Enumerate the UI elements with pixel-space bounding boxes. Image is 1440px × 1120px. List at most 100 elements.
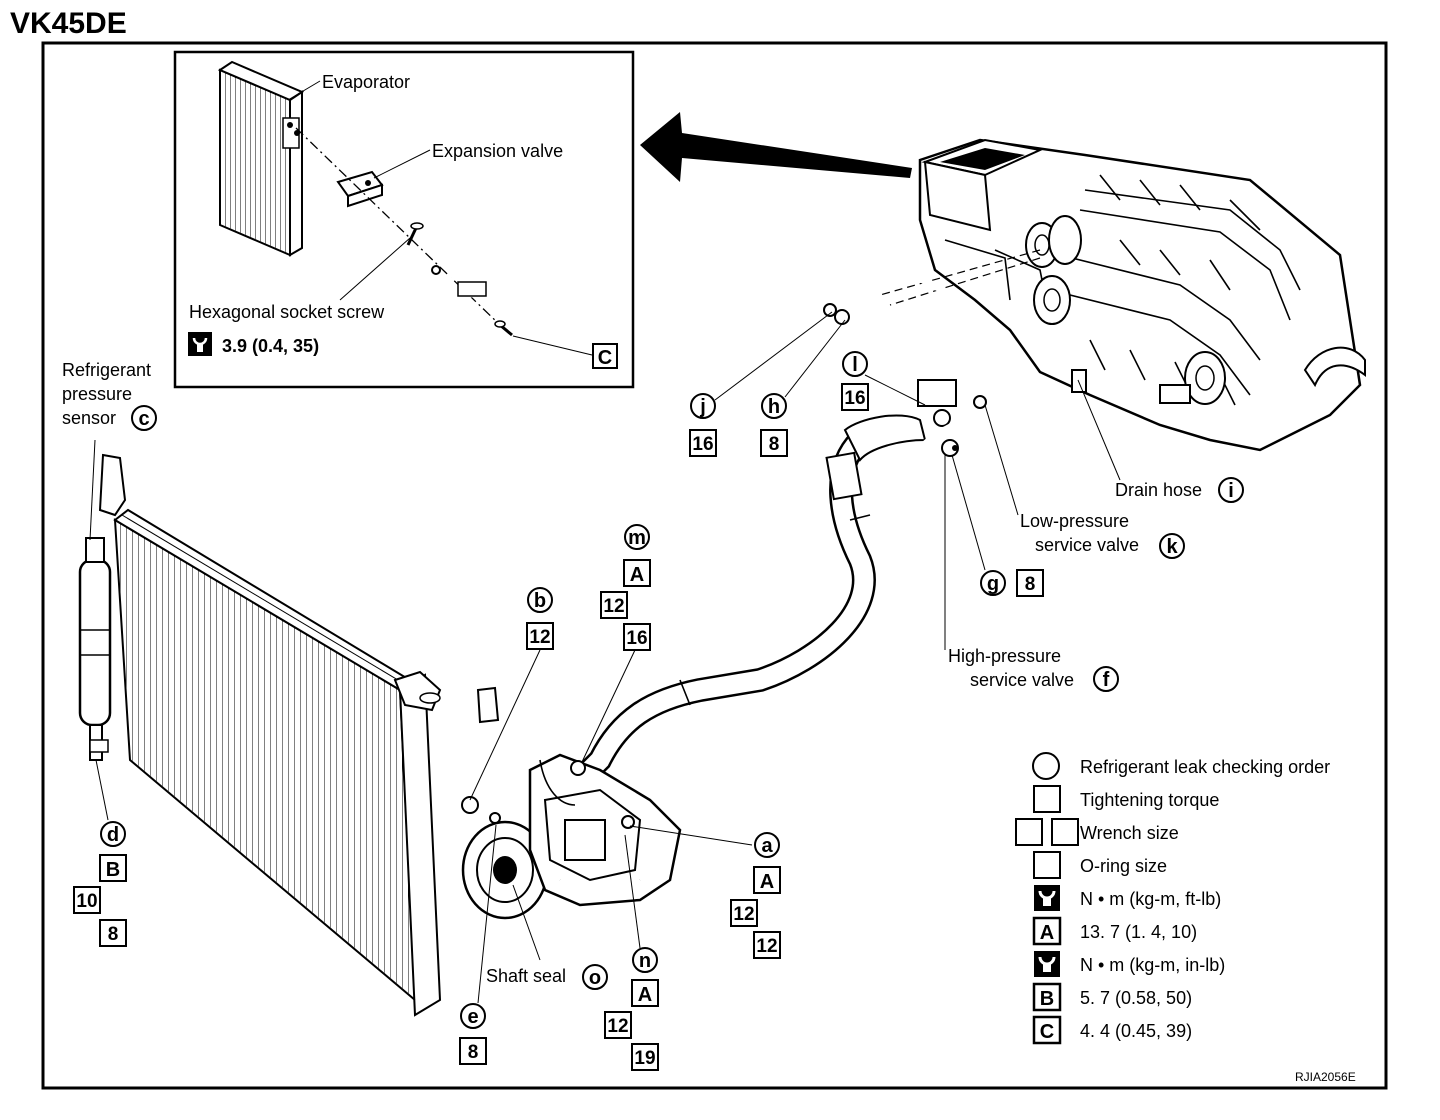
svg-text:B: B: [106, 859, 120, 881]
callout-c: c: [131, 405, 157, 431]
callout-l: l 16: [841, 351, 869, 411]
high-pressure-label-2: service valve: [970, 670, 1074, 690]
torque-ftlb-icon: [1034, 885, 1060, 911]
condenser: [78, 453, 500, 1017]
svg-text:16: 16: [844, 388, 865, 409]
svg-text:16: 16: [626, 628, 647, 649]
svg-text:C: C: [1040, 1021, 1054, 1043]
evaporator-drawing: [217, 60, 305, 257]
legend-c-value: 4. 4 (0.45, 39): [1080, 1021, 1192, 1041]
svg-text:h: h: [768, 396, 780, 418]
callout-f: f: [1093, 666, 1119, 692]
legend-circle-text: Refrigerant leak checking order: [1080, 757, 1330, 777]
svg-text:8: 8: [108, 924, 119, 945]
legend-wrench-box-2: [1051, 818, 1079, 846]
inset-torque-value: 3.9 (0.4, 35): [222, 336, 319, 356]
legend-unit-ft-text: N • m (kg-m, ft-lb): [1080, 889, 1221, 909]
legend-oring-text: O-ring size: [1080, 856, 1167, 876]
torque-inlb-legend-icon: [1034, 951, 1060, 977]
pressure-sensor-label-3: sensor: [62, 408, 116, 428]
legend-oring-box: [1033, 851, 1061, 879]
svg-text:10: 10: [76, 891, 97, 912]
inset-oring-code: C: [598, 347, 612, 369]
low-pressure-label-2: service valve: [1035, 535, 1139, 555]
svg-text:c: c: [138, 408, 149, 430]
low-pressure-label-1: Low-pressure: [1020, 511, 1129, 531]
svg-text:a: a: [761, 835, 773, 857]
svg-text:i: i: [1228, 480, 1234, 502]
inset-oring-box: [592, 343, 618, 369]
expansion-valve-drawing: [336, 170, 384, 208]
legend-a-box: [1032, 916, 1062, 946]
pressure-sensor-label-2: pressure: [62, 384, 132, 404]
svg-text:d: d: [107, 824, 119, 846]
legend-torque-box: [1033, 785, 1061, 813]
legend-torque-text: Tightening torque: [1080, 790, 1219, 810]
svg-text:16: 16: [692, 434, 713, 455]
svg-text:o: o: [589, 967, 601, 989]
legend-wrench-box-1: [1015, 818, 1043, 846]
svg-text:m: m: [628, 527, 646, 549]
legend-c-box: [1032, 1015, 1062, 1045]
legend: Refrigerant leak checking order Tighteni…: [1015, 752, 1330, 1045]
svg-text:A: A: [1040, 922, 1054, 944]
callout-i: i: [1218, 477, 1244, 503]
svg-text:b: b: [534, 590, 546, 612]
high-pressure-label-1: High-pressure: [948, 646, 1061, 666]
callout-n: n A 12 19: [604, 947, 659, 1071]
svg-text:12: 12: [733, 904, 754, 925]
leader-lines: [89, 311, 1121, 1004]
callout-o: o: [582, 964, 608, 990]
hex-screw-drawing: [406, 222, 424, 246]
heater-cooling-unit: [879, 138, 1366, 452]
hex-screw-label: Hexagonal socket screw: [189, 302, 385, 322]
callout-e: e 8: [459, 1003, 487, 1065]
pointer-arrow: [640, 112, 912, 182]
svg-text:A: A: [760, 871, 774, 893]
legend-wrench-text: Wrench size: [1080, 823, 1179, 843]
svg-text:12: 12: [756, 936, 777, 957]
callout-d: d B 10 8: [73, 821, 127, 947]
svg-text:f: f: [1103, 669, 1110, 691]
pressure-sensor-label-1: Refrigerant: [62, 360, 151, 380]
svg-text:e: e: [467, 1006, 478, 1028]
evaporator-label: Evaporator: [322, 72, 410, 92]
svg-text:j: j: [699, 396, 706, 418]
diagram-frame: [41, 41, 1388, 1090]
svg-text:12: 12: [603, 596, 624, 617]
figure-id: RJIA2056E: [1295, 1070, 1356, 1084]
legend-circle-icon: [1032, 752, 1060, 780]
svg-text:12: 12: [607, 1016, 628, 1037]
svg-text:8: 8: [769, 434, 780, 455]
callout-a: a A 12 12: [730, 832, 781, 959]
svg-text:A: A: [630, 564, 644, 586]
svg-text:n: n: [639, 950, 651, 972]
callout-m: m A 12 16: [600, 524, 651, 651]
callout-j: j 16: [689, 393, 717, 457]
svg-text:12: 12: [529, 627, 550, 648]
callout-g: g 8: [980, 569, 1044, 597]
compressor: [461, 753, 682, 920]
svg-text:B: B: [1040, 988, 1054, 1010]
legend-a-value: 13. 7 (1. 4, 10): [1080, 922, 1197, 942]
drain-hose-label: Drain hose: [1115, 480, 1202, 500]
torque-inlb-icon: [188, 332, 212, 356]
callout-k: k: [1159, 533, 1185, 559]
svg-text:l: l: [852, 354, 858, 376]
svg-text:g: g: [987, 573, 999, 595]
legend-b-value: 5. 7 (0.58, 50): [1080, 988, 1192, 1008]
svg-text:k: k: [1166, 536, 1178, 558]
shaft-seal-label: Shaft seal: [486, 966, 566, 986]
evaporator-inset: Evaporator Expansion valve Hexagonal soc…: [173, 50, 635, 389]
diagram-title: VK45DE: [10, 7, 127, 40]
callout-h: h 8: [760, 393, 788, 457]
callout-b: b 12: [526, 587, 554, 650]
svg-text:19: 19: [634, 1048, 655, 1069]
svg-text:A: A: [638, 984, 652, 1006]
svg-text:8: 8: [1025, 574, 1036, 595]
legend-unit-in-text: N • m (kg-m, in-lb): [1080, 955, 1225, 975]
expansion-valve-label: Expansion valve: [432, 141, 563, 161]
legend-b-box: [1032, 982, 1062, 1012]
svg-text:8: 8: [468, 1042, 479, 1063]
